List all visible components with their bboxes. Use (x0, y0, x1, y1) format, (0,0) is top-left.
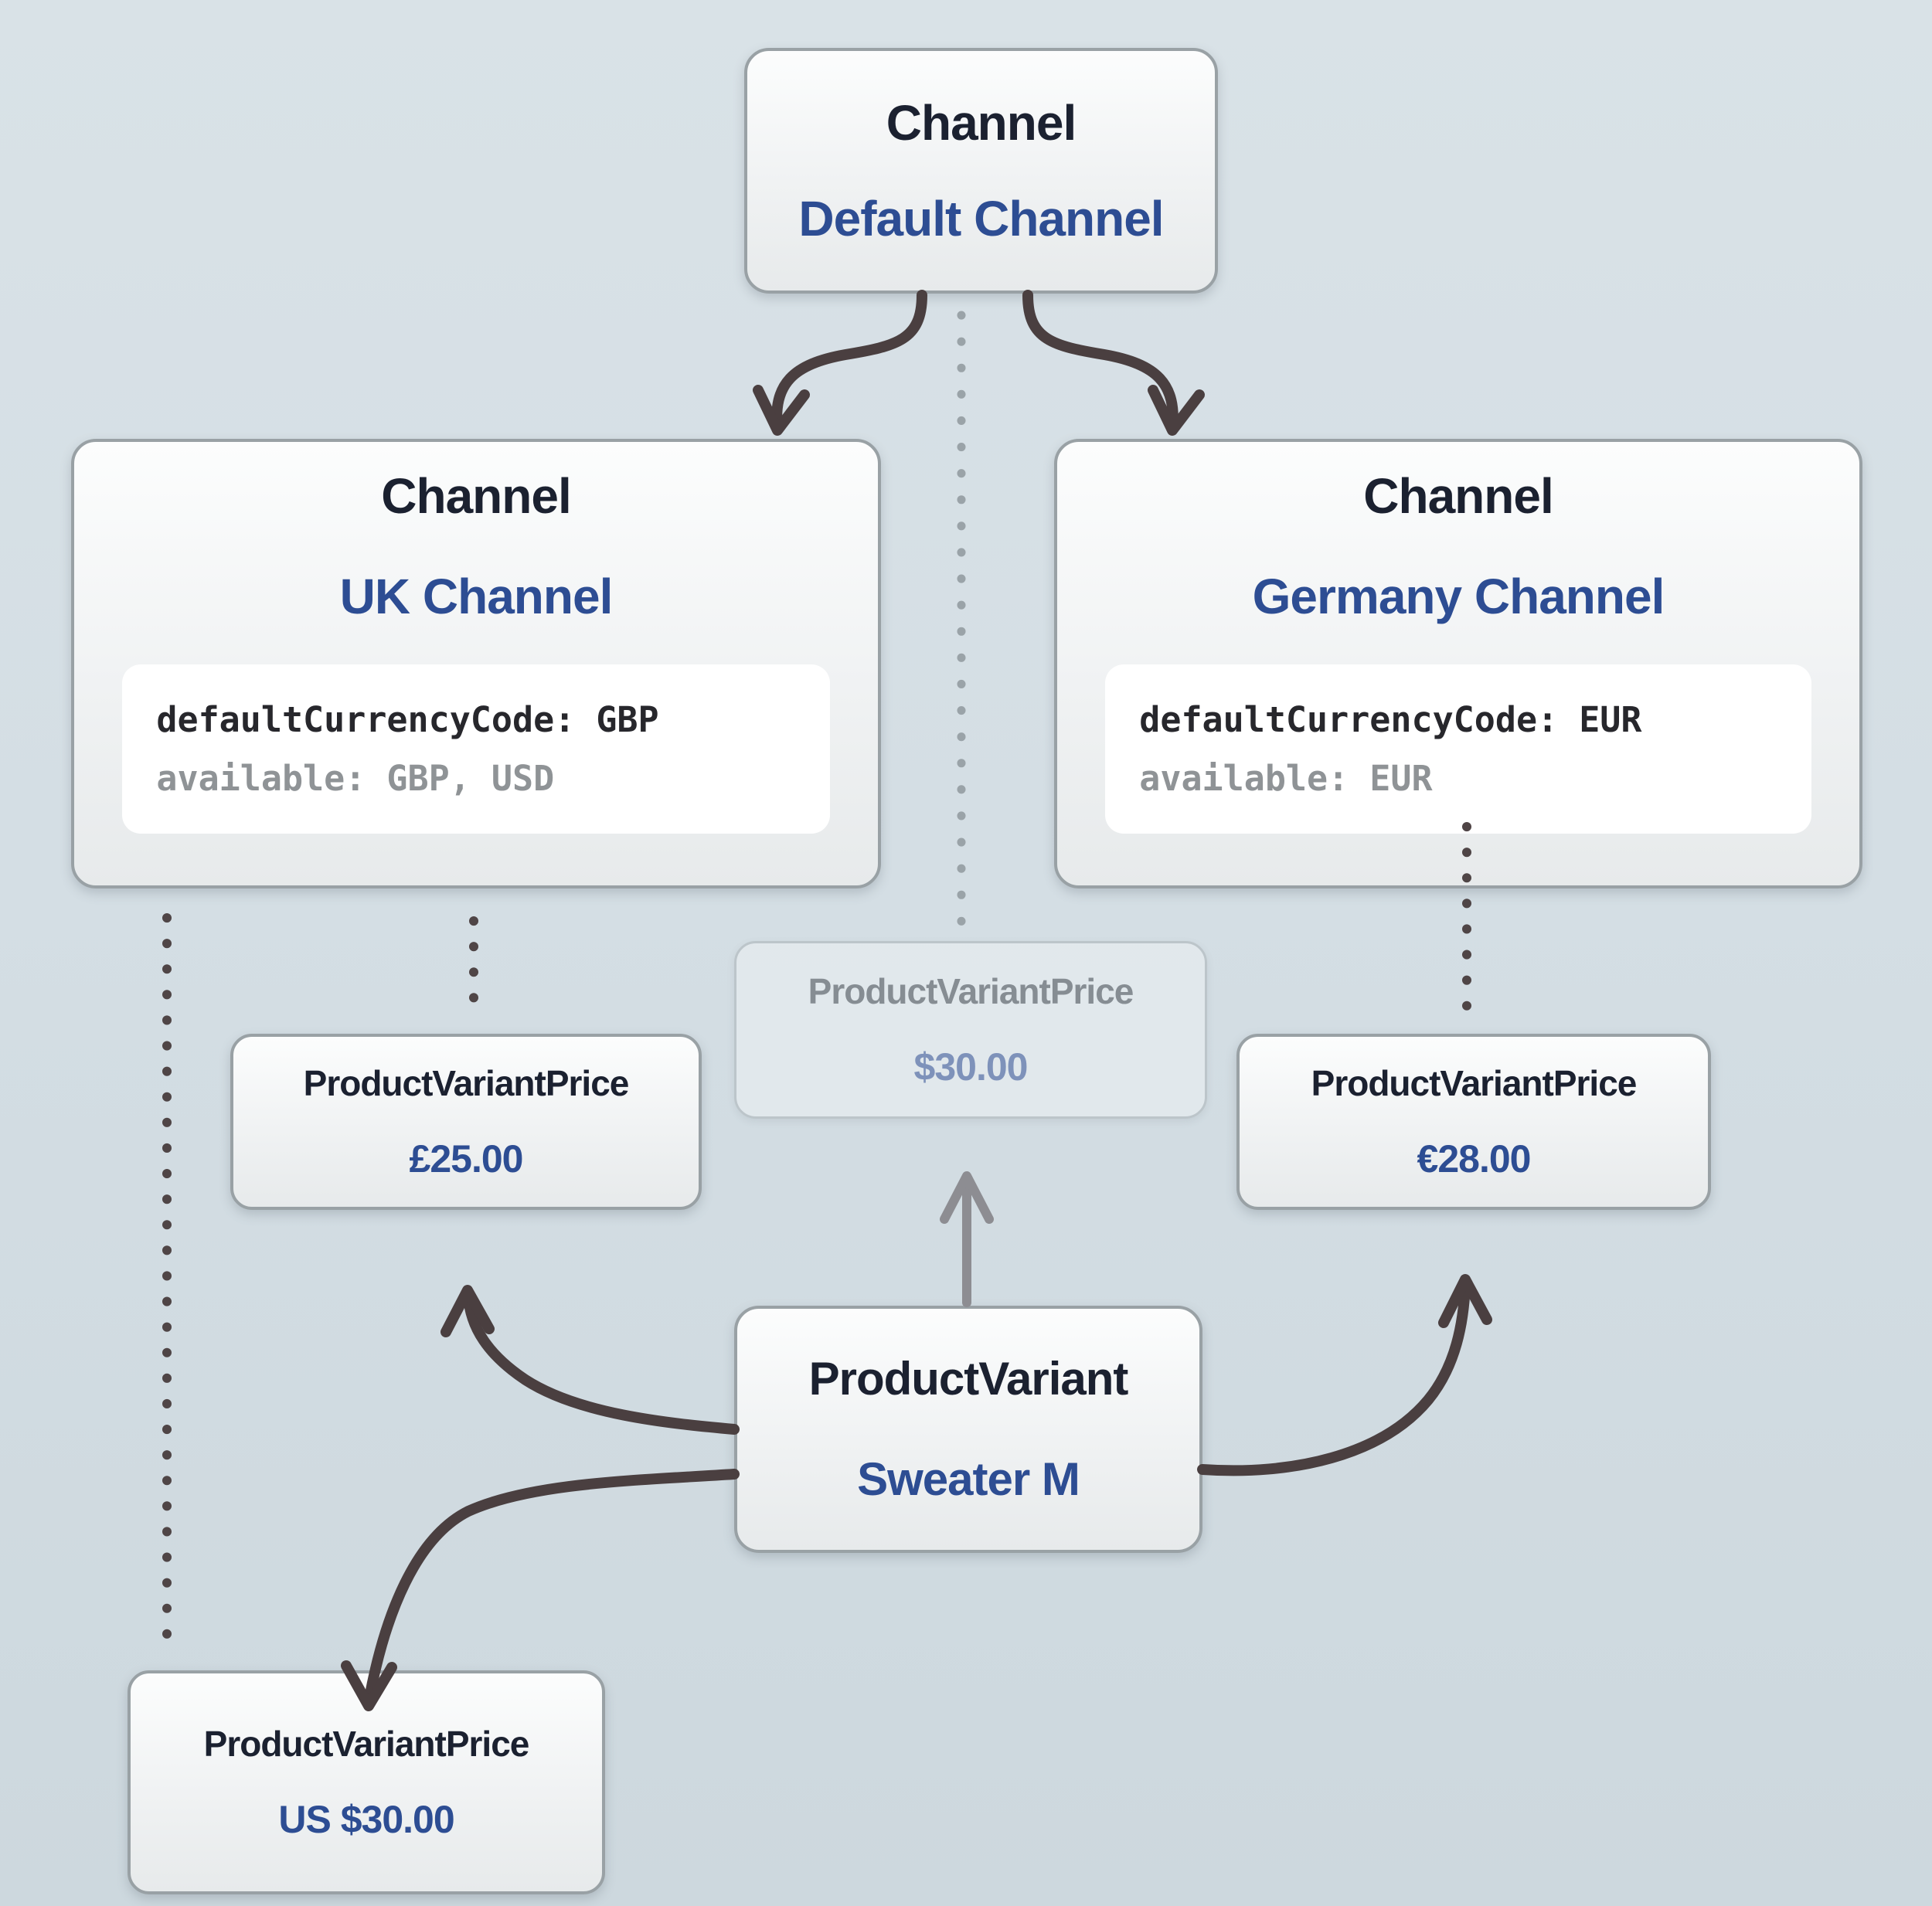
code-line-available: available: EUR (1139, 757, 1433, 799)
arrowhead-up (940, 1171, 994, 1224)
node-entity-name: UK Channel (339, 569, 614, 624)
node-type-label: Channel (381, 468, 571, 524)
node-type-label: Channel (886, 95, 1077, 151)
code-line-default-currency: defaultCurrencyCode: EUR (1139, 699, 1642, 740)
node-entity-name: Default Channel (798, 191, 1164, 246)
arrow-variant-to-uk-price (440, 1285, 740, 1435)
arrow-variant-to-germany-price (1197, 1274, 1492, 1476)
node-germany-channel: Channel Germany Channel defaultCurrencyC… (1054, 439, 1862, 888)
node-price-value: $30.00 (913, 1045, 1029, 1089)
node-price-value: US $30.00 (278, 1798, 454, 1841)
node-type-label: Channel (1363, 468, 1553, 524)
node-germany-price: ProductVariantPrice €28.00 (1236, 1034, 1711, 1210)
germany-channel-code-box: defaultCurrencyCode: EUR available: EUR (1105, 664, 1811, 834)
arrowhead-down (1148, 385, 1205, 436)
node-us-price: ProductVariantPrice US $30.00 (128, 1670, 605, 1894)
node-type-label: ProductVariantPrice (203, 1724, 530, 1764)
arrow-default-to-germany-channel (1022, 290, 1205, 436)
node-type-label: ProductVariant (808, 1353, 1129, 1405)
arrowhead-down (753, 385, 810, 436)
code-line-default-currency: defaultCurrencyCode: GBP (156, 699, 659, 740)
node-type-label: ProductVariantPrice (303, 1063, 630, 1103)
node-type-label: ProductVariantPrice (1311, 1063, 1638, 1103)
node-product-variant: ProductVariant Sweater M (734, 1306, 1202, 1553)
node-entity-name: Sweater M (857, 1453, 1080, 1505)
node-default-channel: Channel Default Channel (744, 48, 1218, 294)
node-uk-channel: Channel UK Channel defaultCurrencyCode: … (71, 439, 881, 888)
arrow-default-to-uk-channel (753, 290, 927, 436)
node-entity-name: Germany Channel (1252, 569, 1665, 624)
node-type-label: ProductVariantPrice (808, 971, 1134, 1011)
arrowhead-up (1438, 1274, 1492, 1328)
node-price-value: €28.00 (1417, 1137, 1532, 1181)
arrow-variant-to-default-price (940, 1171, 994, 1307)
node-default-price-faded: ProductVariantPrice $30.00 (734, 941, 1207, 1119)
code-line-available: available: GBP, USD (156, 757, 555, 799)
uk-channel-code-box: defaultCurrencyCode: GBP available: GBP,… (122, 664, 830, 834)
node-uk-price: ProductVariantPrice £25.00 (230, 1034, 702, 1210)
node-price-value: £25.00 (409, 1137, 524, 1181)
arrowhead-up (440, 1285, 495, 1337)
